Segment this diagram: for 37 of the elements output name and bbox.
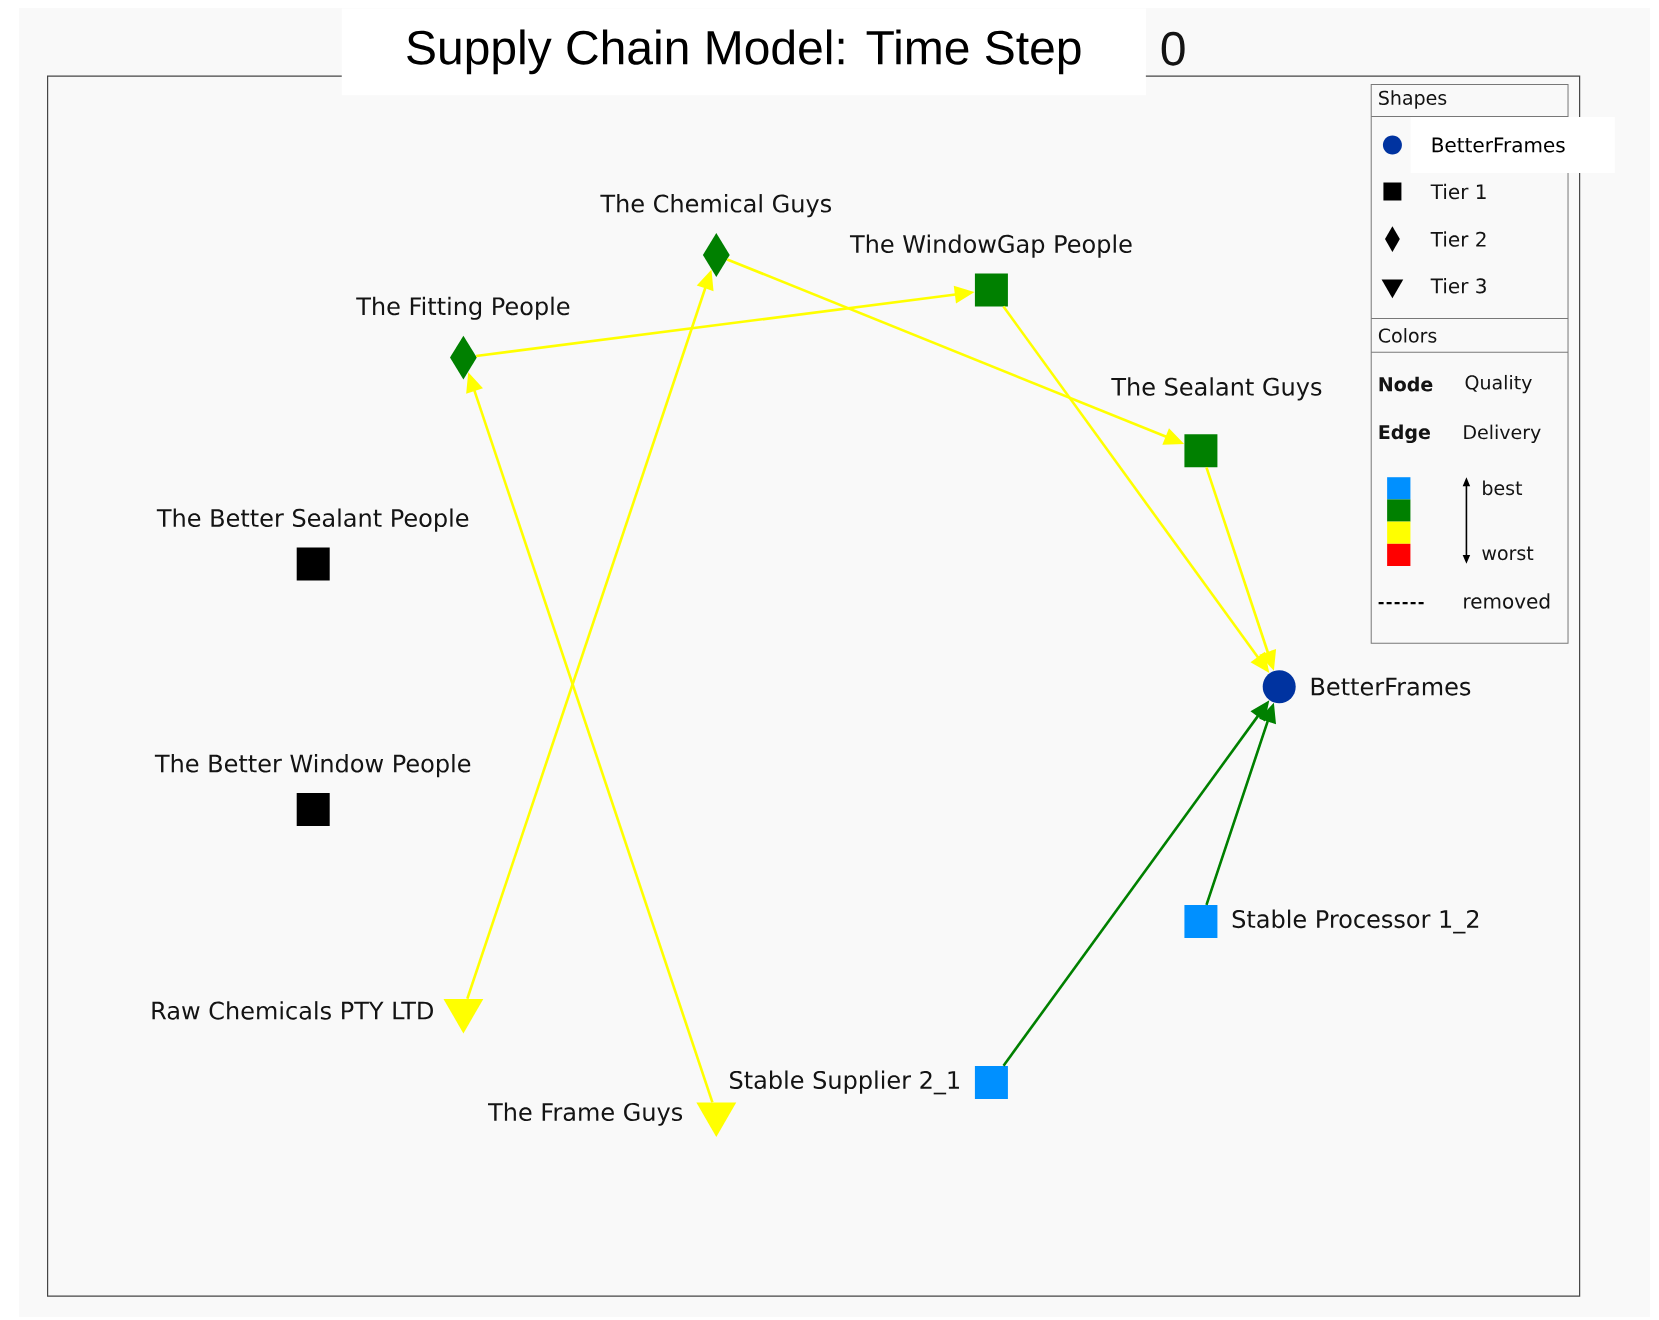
time-step-value: 0	[1161, 31, 1185, 66]
triangle-node: The Frame Guys	[488, 1102, 737, 1138]
square-node: The Better Sealant People	[156, 508, 469, 581]
scale-label: worst	[1482, 546, 1534, 561]
circle-node: BetterFrames	[1262, 670, 1471, 704]
node-label: The Fitting People	[356, 296, 570, 320]
node-label: The Sealant Guys	[1111, 377, 1322, 401]
square-node: Stable Processor 1_2	[1184, 905, 1479, 938]
square-node: The Sealant Guys	[1111, 377, 1322, 468]
legend-text: Tier 2	[1430, 231, 1486, 247]
legend-text: Delivery	[1464, 424, 1541, 443]
square-node: Stable Supplier 2_1	[730, 1065, 1008, 1099]
node-label: The WindowGap People	[849, 234, 1132, 258]
triangle-node: Raw Chemicals PTY LTD	[152, 998, 484, 1034]
legend-text: BetterFrames	[1410, 116, 1615, 174]
legend-text: Quality	[1465, 374, 1532, 394]
node-label: The Chemical Guys	[600, 194, 832, 218]
node-label: Raw Chemicals PTY LTD	[152, 1001, 433, 1020]
node-label: The Better Window People	[154, 753, 471, 778]
legend-text: Tier 1	[1430, 183, 1486, 200]
square-node: The WindowGap People	[849, 234, 1132, 307]
legend-text: removed	[1464, 593, 1550, 609]
node-label: The Frame Guys	[488, 1102, 683, 1126]
node-label: BetterFrames	[1311, 677, 1471, 696]
node-label: Stable Supplier 2_1	[730, 1070, 959, 1095]
diamond-node: The Fitting People	[356, 296, 570, 380]
legend-heading: Shapes	[1379, 90, 1447, 109]
diamond-node: The Chemical Guys	[600, 194, 831, 277]
legend-key: Edge	[1379, 424, 1430, 444]
legend-heading: Colors	[1378, 328, 1437, 343]
square-node: The Better Window People	[154, 753, 471, 826]
legend-key: Node	[1379, 376, 1433, 392]
node-label: The Better Sealant People	[156, 508, 469, 532]
title: Supply Chain Model: Time Step	[341, 8, 1146, 96]
node-label: Stable Processor 1_2	[1232, 909, 1479, 934]
legend-text: Tier 3	[1430, 277, 1486, 294]
scale-label: best	[1483, 480, 1523, 496]
